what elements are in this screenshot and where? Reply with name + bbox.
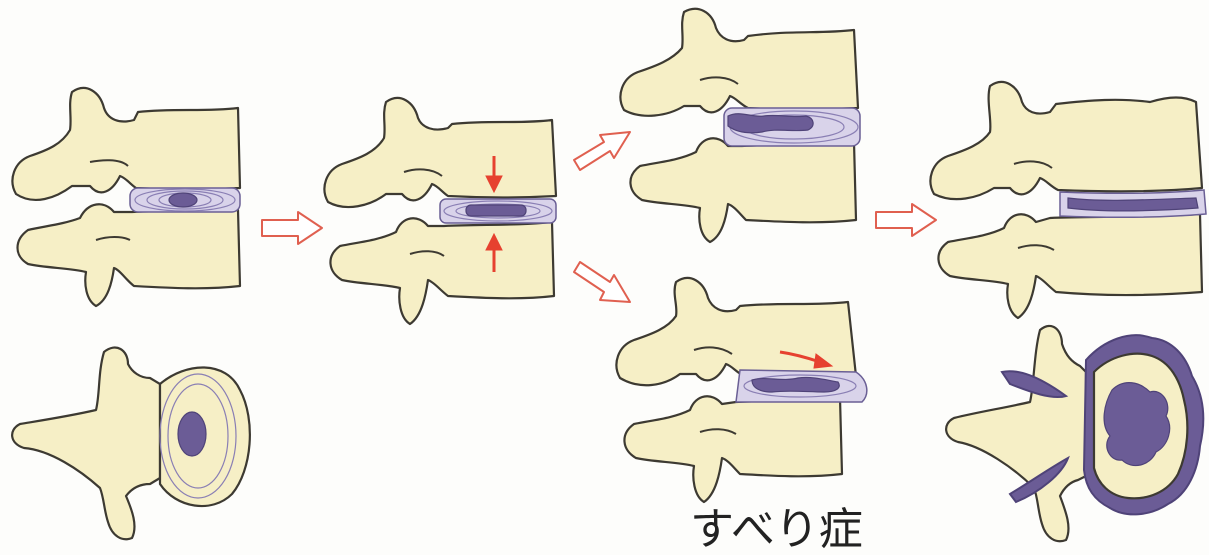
stage3-spondylolisthesis bbox=[616, 278, 866, 502]
stage4-upper-vertebra bbox=[930, 82, 1202, 199]
stage2-flattened-nucleus bbox=[466, 205, 526, 216]
stage1-nucleus bbox=[169, 193, 197, 207]
stage3b-upper-vertebra bbox=[616, 278, 856, 385]
stage4-lower-vertebra bbox=[938, 214, 1202, 318]
stage3a-upper-vertebra bbox=[620, 9, 858, 116]
progress-arrow-down-branch bbox=[574, 262, 630, 302]
stage1-top-view bbox=[12, 348, 250, 540]
stage1-top-nucleus bbox=[178, 412, 206, 456]
spondylolisthesis-label: すべり症 bbox=[690, 508, 863, 552]
stage1-lower-vertebra bbox=[18, 204, 241, 306]
stage3a-nucleus-fragment bbox=[728, 114, 813, 133]
stage2-lower-vertebra bbox=[330, 218, 554, 324]
stage2-upper-vertebra bbox=[324, 98, 556, 207]
progress-arrow-1 bbox=[262, 212, 322, 244]
stage4-posterior-arch bbox=[946, 326, 1086, 541]
stage1-upper-vertebra bbox=[12, 88, 240, 200]
stage1-normal-spine bbox=[12, 88, 240, 306]
stage2-disc-compression bbox=[324, 98, 556, 324]
stage4-severe-degeneration bbox=[930, 82, 1206, 318]
stage3-upper-degeneration bbox=[620, 9, 860, 242]
stage4-degenerated-nucleus bbox=[1068, 198, 1198, 211]
progress-arrow-up-branch bbox=[574, 132, 630, 170]
progress-arrow-final bbox=[876, 204, 936, 236]
stage3b-nucleus bbox=[752, 377, 839, 392]
stage4-top-view bbox=[946, 326, 1203, 541]
stage3a-lower-vertebra bbox=[630, 138, 856, 242]
stage1-posterior-arch bbox=[12, 348, 160, 540]
stage3b-lower-vertebra bbox=[624, 396, 842, 502]
